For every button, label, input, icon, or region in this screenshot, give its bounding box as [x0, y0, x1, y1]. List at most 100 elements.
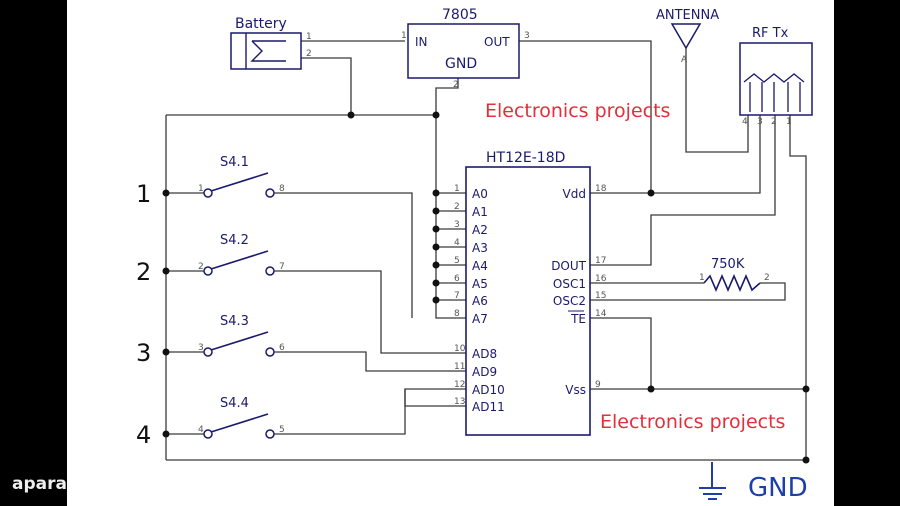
switch-contact — [203, 347, 213, 357]
battery-pin-1: 1 — [306, 32, 312, 42]
ic-pin-label: A5 — [472, 277, 488, 291]
switch-pin-right: 7 — [279, 262, 285, 272]
regulator-pin-gnd: 2 — [453, 80, 459, 90]
battery-label: Battery — [235, 16, 287, 32]
ic-pin-label: OSC1 — [553, 277, 586, 291]
ic-pin-number: 5 — [454, 256, 460, 266]
ic-pin-label: A7 — [472, 312, 488, 326]
paper — [67, 0, 834, 506]
switch-pin-left: 1 — [198, 184, 204, 194]
switch-pin-left: 2 — [198, 262, 204, 272]
ic-pin-label: A3 — [472, 241, 488, 255]
rf-pin-1: 1 — [786, 117, 792, 127]
ic-pin-number: 8 — [454, 309, 460, 319]
switch-label: S4.4 — [220, 396, 249, 411]
ic-pin-label: A1 — [472, 205, 488, 219]
switch-contact — [265, 429, 275, 439]
regulator-pin-out: 3 — [524, 31, 530, 41]
ic-pin-label: AD9 — [472, 365, 497, 379]
resistor-750k: 750K 1 2 — [699, 257, 770, 293]
watermark-top: Electronics projects — [485, 100, 670, 122]
regulator-gnd-label: GND — [445, 56, 477, 72]
antenna-symbol: ANTENNA A — [656, 8, 719, 65]
switch-contact — [265, 347, 275, 357]
rf-pin-4: 4 — [742, 117, 748, 127]
ic-pin-number: 12 — [454, 380, 465, 390]
site-watermark: apara — [12, 474, 67, 494]
ic-pin-number: 6 — [454, 274, 460, 284]
regulator-7805: 7805 IN OUT GND 1 3 2 — [401, 7, 530, 90]
rf-pin-3: 3 — [757, 117, 763, 127]
switch-contact — [203, 188, 213, 198]
switch-label: S4.3 — [220, 314, 249, 329]
switch-label: S4.1 — [220, 155, 249, 170]
ic-pin-number: 1 — [454, 184, 460, 194]
ic-pin-number: 17 — [595, 256, 606, 266]
ic-pin-label: AD11 — [472, 400, 505, 414]
switch-pin-right: 8 — [279, 184, 285, 194]
switch: S4.2 2 7 2 — [136, 233, 285, 286]
switch-label: S4.2 — [220, 233, 249, 248]
switch-contact — [203, 429, 213, 439]
ic-pin-number: 4 — [454, 238, 460, 248]
ic-pin-label: A4 — [472, 259, 488, 273]
regulator-name: 7805 — [442, 7, 478, 23]
watermark-bottom: Electronics projects — [600, 411, 785, 433]
ic-pin-label: A0 — [472, 187, 488, 201]
ic-pin-number: 3 — [454, 220, 460, 230]
ic-pin-label: AD10 — [472, 383, 505, 397]
ground-symbol: GND — [699, 462, 808, 503]
rf-tx-module: RF Tx 4 3 2 1 — [739, 26, 813, 127]
switch-number: 4 — [136, 421, 151, 449]
wires — [165, 40, 807, 461]
switch-number: 3 — [136, 339, 151, 367]
switch-pin-left: 3 — [198, 343, 204, 353]
ic-pin-label: DOUT — [551, 259, 586, 273]
rf-pin-2: 2 — [771, 117, 777, 127]
switch-lever — [210, 172, 269, 192]
switch-number: 1 — [136, 180, 151, 208]
antenna-pin: A — [681, 55, 688, 65]
ic-pin-number: 2 — [454, 202, 460, 212]
ic-pin-label: TE — [570, 312, 586, 326]
antenna-label: ANTENNA — [656, 8, 719, 23]
switch-number: 2 — [136, 258, 151, 286]
ic-name: HT12E-18D — [486, 150, 565, 166]
ht12e-chip: HT12E-18D A01A12A23A34A45A56A67A78AD810A… — [454, 150, 607, 436]
ic-pin-number: 13 — [454, 397, 465, 407]
switch-contact — [265, 188, 275, 198]
switch: S4.3 3 6 3 — [136, 314, 285, 367]
switch-lever — [210, 413, 269, 433]
resistor-label: 750K — [711, 257, 745, 272]
ic-pin-label: Vss — [565, 383, 586, 397]
switch-contact — [265, 266, 275, 276]
switch-lever — [210, 250, 269, 270]
switch-pin-right: 6 — [279, 343, 285, 353]
battery-symbol: Battery 1 2 — [230, 16, 312, 70]
ic-pin-number: 11 — [454, 362, 465, 372]
ic-pin-label: A6 — [472, 294, 488, 308]
ic-pin-number: 18 — [595, 184, 607, 194]
ic-pin-number: 7 — [454, 291, 460, 301]
ic-pin-number: 10 — [454, 344, 466, 354]
resistor-pin-2: 2 — [764, 273, 770, 283]
ic-pin-label: OSC2 — [553, 294, 586, 308]
ic-pin-number: 14 — [595, 309, 607, 319]
ground-label: GND — [748, 473, 808, 503]
switch: S4.1 1 8 1 — [136, 155, 285, 208]
battery-pin-2: 2 — [306, 49, 312, 59]
regulator-out-label: OUT — [484, 35, 510, 49]
junctions — [162, 111, 810, 464]
ic-pin-number: 15 — [595, 291, 606, 301]
switch-pin-left: 4 — [198, 425, 204, 435]
switch-lever — [210, 331, 269, 351]
regulator-pin-in: 1 — [401, 31, 407, 41]
ic-pin-label: A2 — [472, 223, 488, 237]
ic-pin-label: AD8 — [472, 347, 497, 361]
rf-tx-label: RF Tx — [752, 26, 789, 41]
